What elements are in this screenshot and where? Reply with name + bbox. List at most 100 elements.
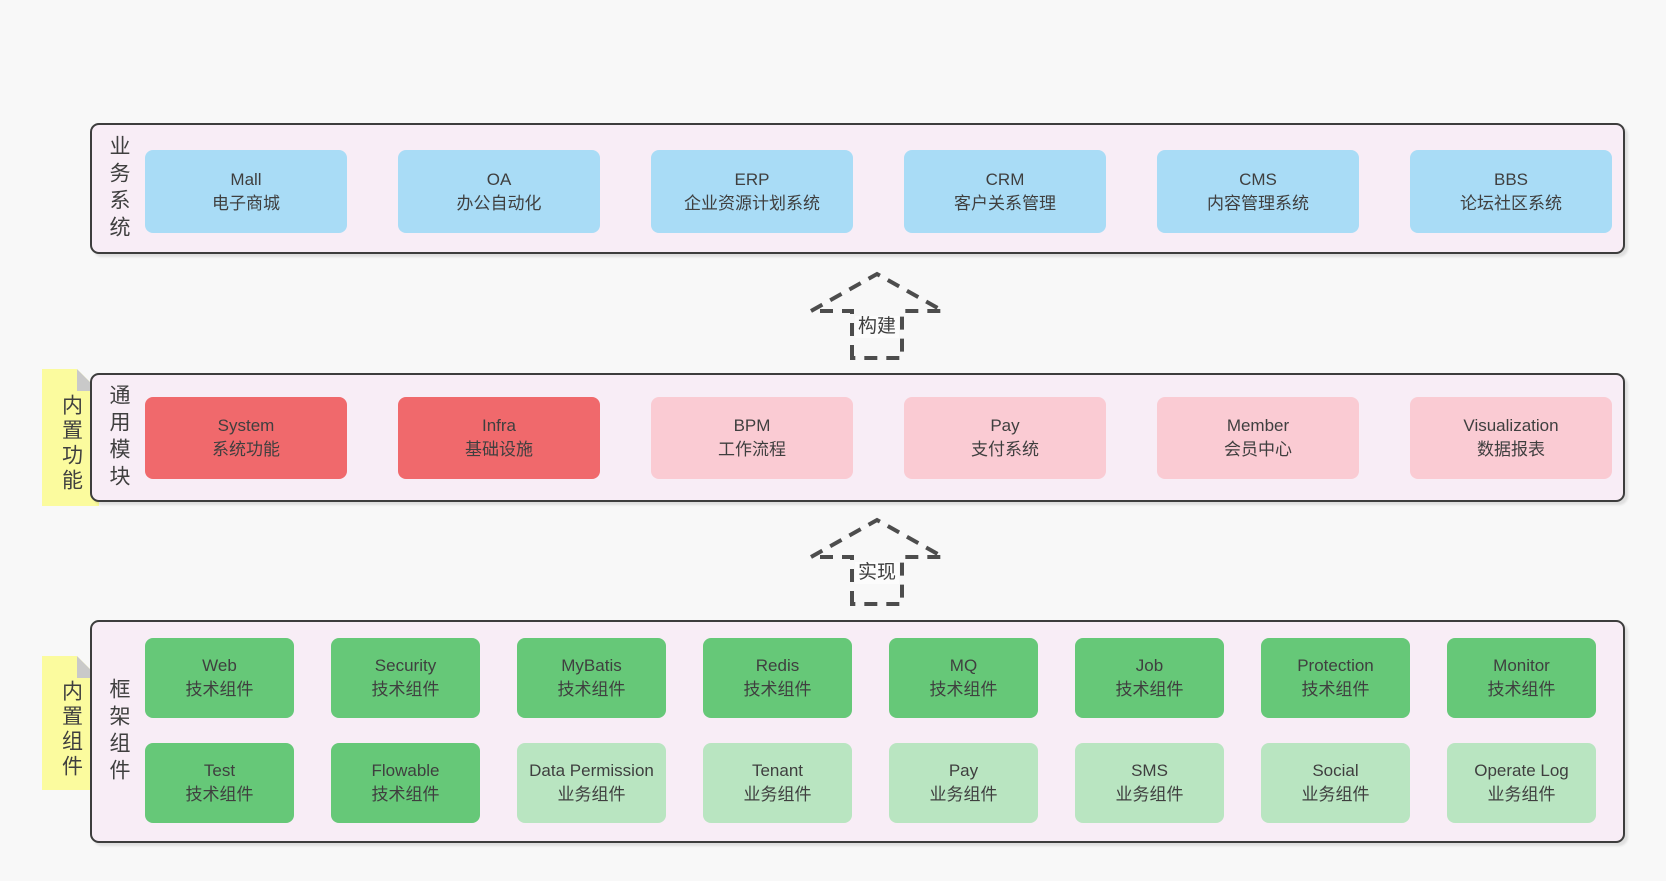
node-visualization: Visualization 数据报表: [1410, 397, 1612, 479]
node-bpm: BPM 工作流程: [651, 397, 853, 479]
arrow-build-label: 构建: [854, 316, 900, 338]
node-title: Member: [1226, 416, 1290, 435]
node-subtitle: 技术组件: [1487, 680, 1556, 699]
node-title: Protection: [1297, 656, 1374, 675]
layer-common-modules-label: 通用模块: [107, 383, 130, 492]
node-title: Operate Log: [1474, 761, 1569, 780]
node-title: CRM: [985, 169, 1025, 189]
node-title: Social: [1312, 761, 1359, 780]
node-oa: OA 办公自动化: [398, 150, 600, 233]
node-title: Job: [1135, 656, 1164, 675]
node-subtitle: 业务组件: [1115, 785, 1184, 804]
node-subtitle: 技术组件: [185, 680, 254, 699]
node-test: Test 技术组件: [145, 743, 294, 823]
node-member: Member 会员中心: [1157, 397, 1359, 479]
node-subtitle: 电子商城: [212, 193, 280, 213]
node-title: Tenant: [751, 761, 804, 780]
node-subtitle: 技术组件: [371, 785, 440, 804]
note-built-in-components: 内置组件: [42, 656, 99, 790]
node-mybatis: MyBatis 技术组件: [517, 638, 666, 718]
layer-common-modules: 通用模块 System 系统功能 Infra 基础设施 BPM 工作流程 Pay 支付系统 Me…: [90, 373, 1625, 502]
node-title: Monitor: [1493, 656, 1550, 675]
node-security: Security 技术组件: [331, 638, 480, 718]
node-subtitle: 基础设施: [465, 440, 533, 459]
node-subtitle: 论坛社区系统: [1460, 193, 1562, 213]
node-title: Flowable: [371, 761, 440, 780]
node-subtitle: 技术组件: [1115, 680, 1184, 699]
node-title: Redis: [755, 656, 800, 675]
node-subtitle: 业务组件: [1487, 785, 1556, 804]
node-operate-log: Operate Log 业务组件: [1447, 743, 1596, 823]
node-title: System: [217, 416, 275, 435]
node-subtitle: 客户关系管理: [954, 193, 1056, 213]
layer-business-systems-label: 业务系统: [107, 134, 130, 243]
node-subtitle: 工作流程: [718, 440, 786, 459]
node-mall: Mall 电子商城: [145, 150, 347, 233]
node-subtitle: 技术组件: [371, 680, 440, 699]
note-built-in-components-label: 内置组件: [59, 679, 83, 780]
node-title: Mall: [230, 169, 262, 189]
node-title: Pay: [948, 761, 979, 780]
node-redis: Redis 技术组件: [703, 638, 852, 718]
node-title: Security: [374, 656, 437, 675]
node-title: OA: [486, 169, 512, 189]
node-subtitle: 技术组件: [1301, 680, 1370, 699]
node-pay: Pay 支付系统: [904, 397, 1106, 479]
node-subtitle: 业务组件: [929, 785, 998, 804]
node-subtitle: 技术组件: [557, 680, 626, 699]
node-cms: CMS 内容管理系统: [1157, 150, 1359, 233]
node-subtitle: 会员中心: [1224, 440, 1292, 459]
node-subtitle: 数据报表: [1477, 440, 1545, 459]
node-tenant: Tenant 业务组件: [703, 743, 852, 823]
node-subtitle: 企业资源计划系统: [684, 193, 820, 213]
node-crm: CRM 客户关系管理: [904, 150, 1106, 233]
node-social: Social 业务组件: [1261, 743, 1410, 823]
arrow-build: 构建: [807, 271, 947, 361]
layer-common-modules-rows: System 系统功能 Infra 基础设施 BPM 工作流程 Pay 支付系统 Member 会…: [92, 375, 1623, 500]
node-flowable: Flowable 技术组件: [331, 743, 480, 823]
node-title: Infra: [481, 416, 517, 435]
node-job: Job 技术组件: [1075, 638, 1224, 718]
node-title: SMS: [1131, 761, 1168, 780]
arrow-up-dashed-icon: [807, 271, 947, 360]
node-row: System 系统功能 Infra 基础设施 BPM 工作流程 Pay 支付系统 Member 会…: [145, 397, 1612, 479]
note-built-in-features: 内置功能: [42, 369, 99, 506]
node-title: Web: [202, 656, 237, 675]
node-title: MQ: [949, 656, 978, 675]
node-title: MyBatis: [561, 656, 622, 675]
node-subtitle: 内容管理系统: [1207, 193, 1309, 213]
node-subtitle: 系统功能: [212, 440, 280, 459]
arrow-implement-label: 实现: [854, 562, 900, 584]
node-subtitle: 办公自动化: [456, 193, 542, 213]
node-data-permission: Data Permission 业务组件: [517, 743, 666, 823]
node-title: Test: [203, 761, 236, 780]
layer-business-systems: 业务系统 Mall 电子商城 OA 办公自动化 ERP 企业资源计划系统 CRM 客户关系管理…: [90, 123, 1625, 254]
node-title: CMS: [1239, 169, 1277, 189]
node-bbs: BBS 论坛社区系统: [1410, 150, 1612, 233]
node-subtitle: 支付系统: [971, 440, 1039, 459]
node-title: Data Permission: [529, 761, 654, 780]
node-sms: SMS 业务组件: [1075, 743, 1224, 823]
node-title: Pay: [990, 416, 1020, 435]
node-subtitle: 业务组件: [743, 785, 812, 804]
node-subtitle: 业务组件: [557, 785, 626, 804]
node-subtitle: 业务组件: [1301, 785, 1370, 804]
node-web: Web 技术组件: [145, 638, 294, 718]
node-erp: ERP 企业资源计划系统: [651, 150, 853, 233]
node-title: BPM: [733, 416, 771, 435]
node-title: BBS: [1493, 169, 1529, 189]
node-row: Mall 电子商城 OA 办公自动化 ERP 企业资源计划系统 CRM 客户关系管理 CMS 内容…: [145, 150, 1612, 233]
node-infra: Infra 基础设施: [398, 397, 600, 479]
node-subtitle: 技术组件: [185, 785, 254, 804]
node-title: Visualization: [1463, 416, 1559, 435]
node-title: ERP: [734, 169, 770, 189]
node-monitor: Monitor 技术组件: [1447, 638, 1596, 718]
node-subtitle: 技术组件: [743, 680, 812, 699]
arrow-implement: 实现: [807, 517, 947, 607]
arrow-up-dashed-icon: [807, 517, 947, 606]
